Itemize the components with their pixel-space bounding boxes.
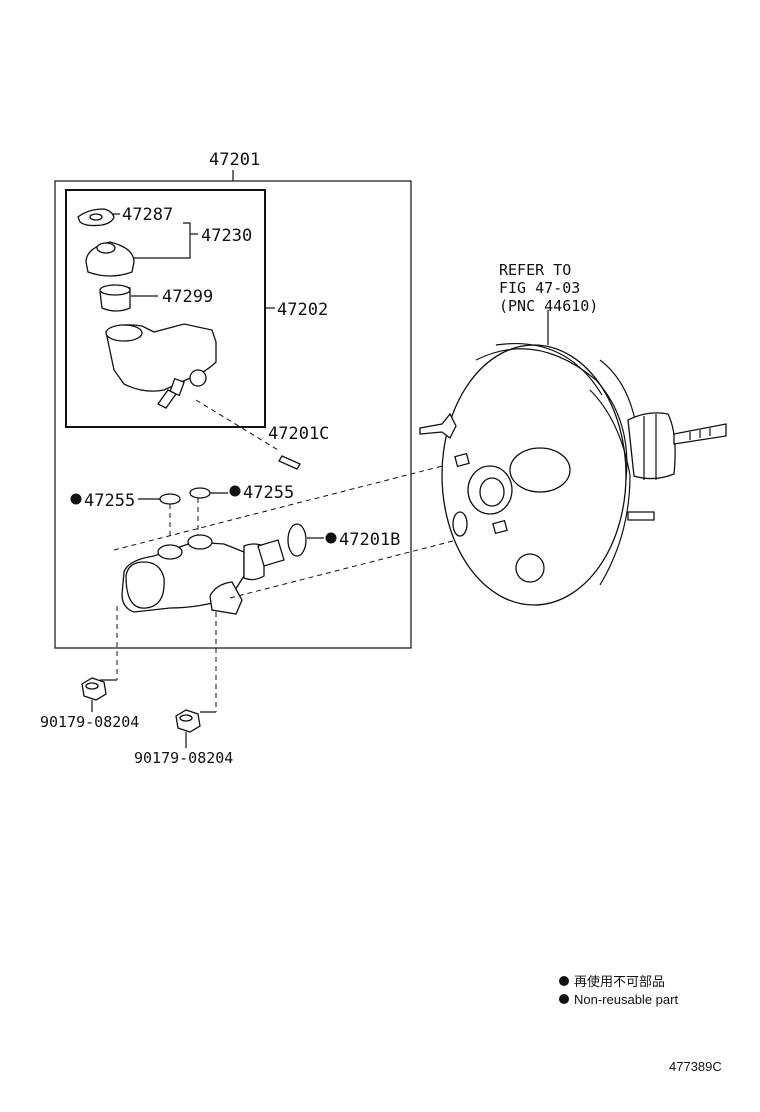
reservoir-box (65, 189, 275, 428)
non-reusable-marker-seal-right (229, 485, 241, 497)
label-strainer: 47299 (162, 287, 213, 307)
brake-booster-part (419, 310, 727, 606)
reservoir-cap-part (85, 222, 198, 277)
nut-1-part (81, 677, 117, 712)
nut-2-part (175, 709, 216, 748)
refer-line-1: REFER TO (499, 261, 571, 279)
seal-right-part (189, 487, 228, 535)
legend: 再使用不可部品 Non-reusable part (559, 974, 678, 1007)
label-assy: 47201 (209, 150, 260, 170)
legend-jp: 再使用不可部品 (574, 974, 665, 989)
assembly-box (54, 170, 412, 649)
pin-part (195, 399, 301, 470)
label-seal-right: 47255 (243, 483, 294, 503)
figure-code: 477389C (669, 1059, 722, 1074)
label-nut-1: 90179-08204 (40, 713, 139, 731)
label-nut-2: 90179-08204 (134, 749, 233, 767)
seal-left-part (138, 493, 181, 540)
label-pin: 47201C (268, 424, 329, 444)
strainer-part (99, 284, 158, 312)
gasket-part (77, 208, 120, 227)
refer-line-2: FIG 47-03 (499, 279, 580, 297)
non-reusable-marker-seal-left (70, 493, 82, 505)
o-ring-part (287, 523, 324, 557)
non-reusable-marker-oring (325, 532, 337, 544)
label-reservoir-assy: 47202 (277, 300, 328, 320)
alignment-lines (113, 461, 497, 712)
label-cap: 47230 (201, 226, 252, 246)
reservoir-body-part (105, 323, 217, 409)
master-cylinder-part (121, 534, 285, 615)
refer-line-3: (PNC 44610) (499, 297, 598, 315)
legend-marker-en (559, 994, 569, 1004)
label-seal-left: 47255 (84, 491, 135, 511)
label-oring: 47201B (339, 530, 400, 550)
legend-en: Non-reusable part (574, 992, 678, 1007)
label-gasket: 47287 (122, 205, 173, 225)
legend-marker-jp (559, 976, 569, 986)
